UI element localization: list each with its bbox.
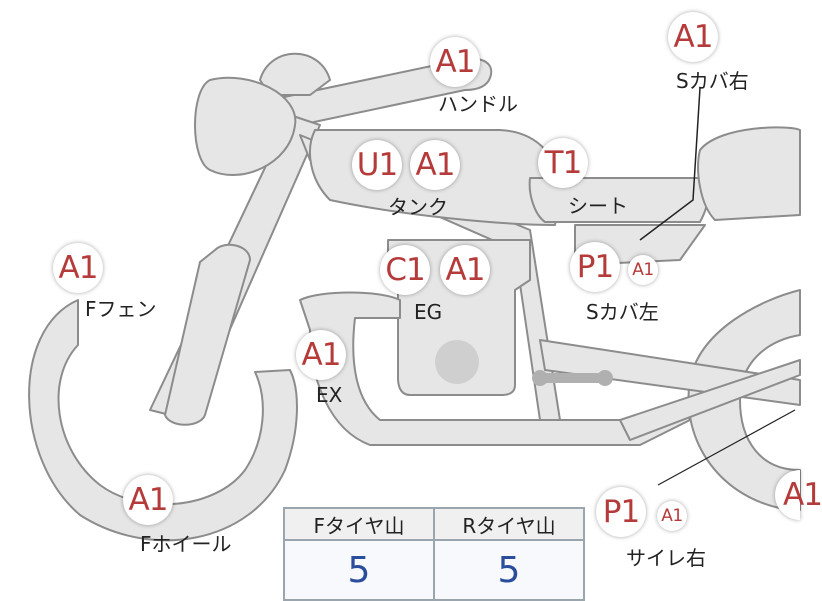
label-handle: ハンドル bbox=[438, 92, 518, 116]
badge-r-edge-a1: A1 bbox=[775, 470, 822, 520]
tire-tread-table: Fタイヤ山 Rタイヤ山 5 5 bbox=[283, 507, 585, 601]
label-s-cover-left: Sカバ左 bbox=[586, 300, 659, 324]
badge-f-fender-a1: A1 bbox=[53, 243, 103, 293]
badge-f-wheel-a1: A1 bbox=[123, 475, 173, 525]
leader-line-muffler-right bbox=[657, 409, 796, 486]
badge-exhaust-a1: A1 bbox=[296, 330, 346, 380]
engine-cover-shape bbox=[435, 340, 479, 384]
badge-engine-c1: C1 bbox=[380, 245, 430, 295]
damage-diagram: A1 ハンドル A1 Sカバ右 U1 A1 タンク T1 シート A1 Fフェン… bbox=[28, 12, 822, 601]
tire-header-rear: Rタイヤ山 bbox=[433, 507, 585, 541]
badge-seat-t1: T1 bbox=[538, 138, 588, 188]
label-engine: EG bbox=[414, 300, 443, 324]
label-f-wheel: Fホイール bbox=[140, 532, 232, 556]
headlight-shape bbox=[259, 52, 331, 96]
label-f-fender: Fフェン bbox=[85, 297, 157, 321]
badge-s-cover-right-a1: A1 bbox=[668, 12, 718, 62]
label-tank: タンク bbox=[388, 195, 448, 219]
badge-muffler-right-a1: A1 bbox=[657, 501, 687, 531]
tire-value-rear: 5 bbox=[433, 539, 585, 601]
tire-header-front: Fタイヤ山 bbox=[283, 507, 435, 541]
label-exhaust: EX bbox=[316, 383, 343, 407]
badge-s-cover-left-a1: A1 bbox=[628, 255, 658, 285]
tire-value-front: 5 bbox=[283, 539, 435, 601]
front-wheel-shape bbox=[28, 299, 298, 542]
badge-handle-a1: A1 bbox=[430, 37, 480, 87]
leader-line-s-cover-right bbox=[639, 87, 701, 241]
label-seat: シート bbox=[568, 194, 628, 218]
badge-engine-a1: A1 bbox=[440, 245, 490, 295]
badge-tank-a1: A1 bbox=[410, 140, 460, 190]
badge-tank-u1: U1 bbox=[352, 140, 402, 190]
badge-s-cover-left-p1: P1 bbox=[570, 242, 620, 292]
label-muffler-right: サイレ右 bbox=[626, 546, 706, 570]
label-s-cover-right: Sカバ右 bbox=[676, 69, 749, 93]
badge-muffler-right-p1: P1 bbox=[596, 487, 646, 537]
